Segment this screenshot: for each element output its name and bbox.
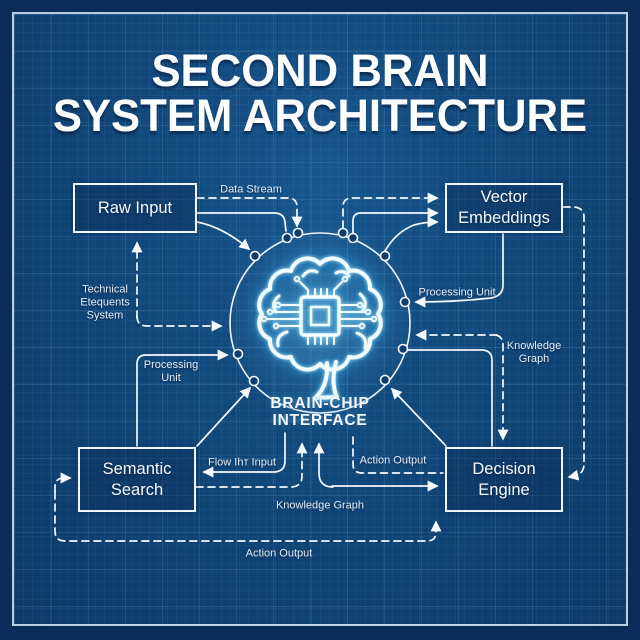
connector-lines <box>54 192 585 542</box>
edge-label-flow-input: Flow Ihт Input <box>207 456 277 469</box>
brain-chip-interface-label: BRAIN-CHIP INTERFACE <box>270 395 370 429</box>
box-raw-input: Raw Input <box>73 183 197 233</box>
edge-label-knowledge-graph-right: Knowledge Graph <box>506 340 562 365</box>
brain-chip-icon <box>257 256 383 400</box>
edge-label-processing-unit-left: Processing Unit <box>143 359 199 384</box>
page-title: SECOND BRAIN SYSTEM ARCHITECTURE <box>52 45 588 141</box>
edge-label-action-output-mid: Action Output <box>359 454 427 467</box>
connector-nodes <box>232 227 411 387</box>
box-vector-embeddings: Vector Embeddings <box>445 183 563 233</box>
hub-ring <box>229 232 411 414</box>
edge-label-technical-system: Technical Etequents System <box>80 283 130 322</box>
edge-label-action-output-bottom: Action Output <box>245 547 313 560</box>
box-semantic-search: Semantic Search <box>78 447 196 512</box>
edge-label-data-stream: Data Stream <box>220 183 282 196</box>
edge-label-knowledge-graph-bottom: Knowledge Graph <box>275 499 365 512</box>
box-decision-engine: Decision Engine <box>445 447 563 512</box>
brain-halo <box>222 220 418 416</box>
edge-label-processing-unit-right: Processing Unit <box>418 286 496 299</box>
